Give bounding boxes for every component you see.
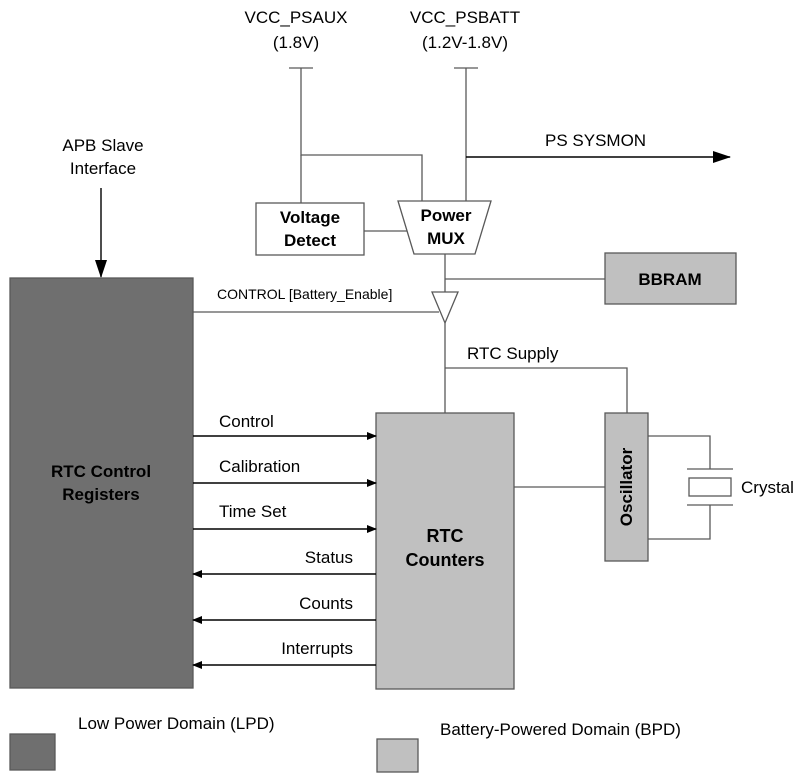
rtc-control-registers-block (9, 277, 194, 689)
interrupts-signal-label: Interrupts (281, 639, 353, 658)
rtc-control-registers-label-1: RTC Control (51, 462, 151, 481)
crystal-top-wire (648, 435, 711, 469)
voltage-detect-label-1: Voltage (280, 208, 340, 227)
rtc-counters-label-1: RTC (427, 526, 464, 546)
rtc-supply-label: RTC Supply (467, 344, 559, 363)
crystal-bottom-wire (648, 505, 711, 540)
legend-bpd-label: Battery-Powered Domain (BPD) (440, 720, 681, 739)
time-set-signal-label: Time Set (219, 502, 287, 521)
bbram-label: BBRAM (638, 270, 701, 289)
legend-bpd-swatch (376, 738, 419, 773)
apb-label-2: Interface (70, 159, 136, 178)
battery-enable-buffer (431, 291, 459, 325)
status-signal-label: Status (305, 548, 353, 567)
ps-sysmon-label: PS SYSMON (545, 131, 646, 150)
rtc-counters-label-2: Counters (405, 550, 484, 570)
crystal-label: Crystal (741, 478, 794, 497)
power-mux-label-1: Power (420, 206, 471, 225)
legend-lpd-label: Low Power Domain (LPD) (78, 714, 275, 733)
power-mux-label-2: MUX (427, 229, 465, 248)
crystal-body (688, 477, 732, 497)
counts-signal-label: Counts (299, 594, 353, 613)
oscillator-supply-wire (445, 367, 628, 413)
rtc-control-registers-label-2: Registers (62, 485, 139, 504)
vcc-psbatt-voltage: (1.2V-1.8V) (422, 33, 508, 52)
apb-label-1: APB Slave (62, 136, 143, 155)
power-mux-block (397, 200, 492, 255)
bbram-block (604, 252, 737, 305)
calibration-signal-label: Calibration (219, 457, 300, 476)
control-battery-enable-label: CONTROL [Battery_Enable] (217, 286, 392, 302)
oscillator-label: Oscillator (617, 447, 636, 526)
vcc-psbatt-label: VCC_PSBATT (410, 8, 520, 27)
control-signal-label: Control (219, 412, 274, 431)
vcc-psaux-label: VCC_PSAUX (245, 8, 348, 27)
oscillator-block (604, 412, 649, 562)
vcc-psaux-voltage: (1.8V) (273, 33, 319, 52)
voltage-detect-label-2: Detect (284, 231, 336, 250)
voltage-detect-block (255, 202, 365, 256)
legend-lpd-swatch (9, 733, 56, 771)
rtc-counters-block (375, 412, 515, 690)
psaux-wire (300, 68, 423, 201)
